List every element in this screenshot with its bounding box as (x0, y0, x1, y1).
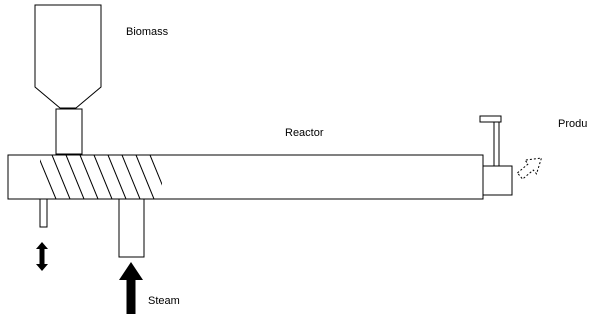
label-biomass: Biomass (126, 26, 169, 38)
outlet-box (482, 165, 513, 196)
screw-conveyor (40, 155, 162, 199)
label-reactor: Reactor (285, 127, 324, 139)
hopper (34, 4, 102, 109)
valve-handle (479, 115, 502, 123)
feed-column (55, 108, 83, 155)
reactor-tube (7, 154, 484, 200)
label-product: Produ (558, 118, 587, 130)
double-arrow-icon (36, 242, 48, 271)
steam-arrow-icon (119, 262, 143, 314)
drain-pipe (39, 198, 48, 228)
product-arrow (516, 157, 543, 180)
label-steam: Steam (148, 295, 180, 307)
valve-stem (493, 121, 500, 167)
steam-inlet-pipe (118, 198, 145, 258)
